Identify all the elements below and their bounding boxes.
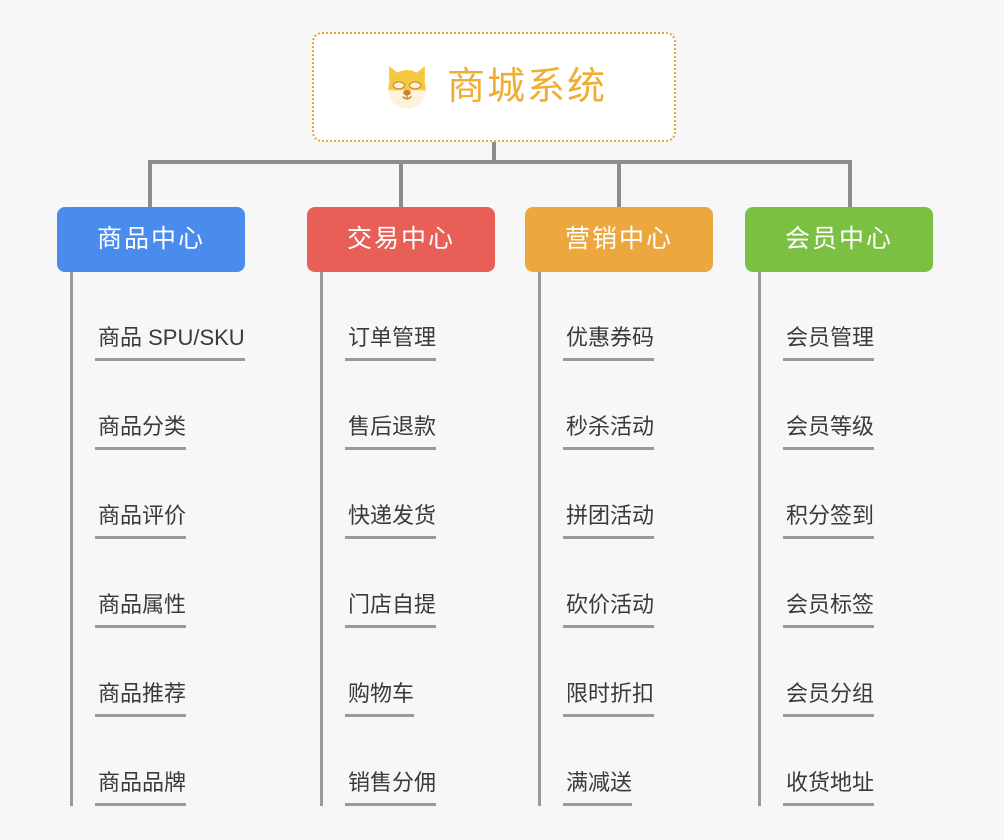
leaf-label: 销售分佣	[345, 772, 437, 806]
leaf-label: 售后退款	[345, 416, 437, 450]
list-item[interactable]: 商品评价	[70, 450, 245, 539]
list-item[interactable]: 会员标签	[758, 539, 933, 628]
branch-spine	[538, 272, 541, 806]
list-item[interactable]: 商品属性	[70, 539, 245, 628]
root-title: 商城系统	[446, 66, 607, 108]
list-item[interactable]: 商品品牌	[70, 717, 245, 806]
branch-spine	[758, 272, 761, 806]
leaf-label: 快递发货	[345, 505, 437, 539]
connector-drop-3	[617, 160, 621, 207]
leaf-label: 购物车	[345, 683, 415, 717]
category-header-marketing-center[interactable]: 营销中心	[525, 207, 713, 272]
leaf-label: 商品品牌	[95, 772, 187, 806]
leaf-label: 秒杀活动	[563, 416, 655, 450]
leaf-label: 砍价活动	[563, 594, 655, 628]
list-item[interactable]: 拼团活动	[538, 450, 713, 539]
leaf-label: 商品 SPU/SKU	[95, 327, 245, 361]
leaf-list-product-center: 商品 SPU/SKU 商品分类 商品评价 商品属性 商品推荐 商品品牌	[70, 272, 245, 806]
category-label: 交易中心	[346, 225, 455, 253]
list-item[interactable]: 购物车	[320, 628, 495, 717]
branch-column-marketing-center: 营销中心 优惠券码 秒杀活动 拼团活动 砍价活动 限时折扣 满减送	[525, 207, 713, 806]
list-item[interactable]: 限时折扣	[538, 628, 713, 717]
connector-drop-1	[148, 160, 152, 207]
list-item[interactable]: 积分签到	[758, 450, 933, 539]
leaf-label: 会员分组	[783, 683, 875, 717]
category-header-trade-center[interactable]: 交易中心	[307, 207, 495, 272]
list-item[interactable]: 商品推荐	[70, 628, 245, 717]
leaf-label: 收货地址	[783, 772, 875, 806]
list-item[interactable]: 会员分组	[758, 628, 933, 717]
list-item[interactable]: 商品 SPU/SKU	[70, 272, 245, 361]
branch-spine	[320, 272, 323, 806]
branch-column-product-center: 商品中心 商品 SPU/SKU 商品分类 商品评价 商品属性 商品推荐 商品品牌	[57, 207, 245, 806]
root-node[interactable]: 商城系统	[312, 32, 676, 142]
leaf-label: 会员标签	[783, 594, 875, 628]
category-label: 营销中心	[564, 225, 673, 253]
category-header-product-center[interactable]: 商品中心	[57, 207, 245, 272]
leaf-label: 会员等级	[783, 416, 875, 450]
leaf-label: 拼团活动	[563, 505, 655, 539]
branch-column-trade-center: 交易中心 订单管理 售后退款 快递发货 门店自提 购物车 销售分佣	[307, 207, 495, 806]
category-label: 会员中心	[784, 225, 893, 253]
connector-drop-2	[399, 160, 403, 207]
list-item[interactable]: 会员管理	[758, 272, 933, 361]
list-item[interactable]: 门店自提	[320, 539, 495, 628]
list-item[interactable]: 销售分佣	[320, 717, 495, 806]
list-item[interactable]: 快递发货	[320, 450, 495, 539]
connector-horizontal-bar	[148, 160, 852, 164]
leaf-label: 优惠券码	[563, 327, 655, 361]
list-item[interactable]: 优惠券码	[538, 272, 713, 361]
category-label: 商品中心	[96, 225, 205, 253]
connector-drop-4	[848, 160, 852, 207]
list-item[interactable]: 会员等级	[758, 361, 933, 450]
leaf-label: 门店自提	[345, 594, 437, 628]
leaf-label: 商品分类	[95, 416, 187, 450]
shiba-dog-face-icon	[388, 65, 426, 109]
leaf-label: 商品推荐	[95, 683, 187, 717]
category-header-member-center[interactable]: 会员中心	[745, 207, 933, 272]
leaf-label: 商品属性	[95, 594, 187, 628]
leaf-label: 满减送	[563, 772, 633, 806]
connector-root-stem	[492, 142, 496, 164]
leaf-list-member-center: 会员管理 会员等级 积分签到 会员标签 会员分组 收货地址	[758, 272, 933, 806]
leaf-label: 限时折扣	[563, 683, 655, 717]
leaf-label: 商品评价	[95, 505, 187, 539]
list-item[interactable]: 售后退款	[320, 361, 495, 450]
leaf-list-trade-center: 订单管理 售后退款 快递发货 门店自提 购物车 销售分佣	[320, 272, 495, 806]
list-item[interactable]: 砍价活动	[538, 539, 713, 628]
leaf-label: 积分签到	[783, 505, 875, 539]
list-item[interactable]: 收货地址	[758, 717, 933, 806]
list-item[interactable]: 满减送	[538, 717, 713, 806]
list-item[interactable]: 商品分类	[70, 361, 245, 450]
list-item[interactable]: 订单管理	[320, 272, 495, 361]
leaf-label: 订单管理	[345, 327, 437, 361]
branch-spine	[70, 272, 73, 806]
leaf-label: 会员管理	[783, 327, 875, 361]
leaf-list-marketing-center: 优惠券码 秒杀活动 拼团活动 砍价活动 限时折扣 满减送	[538, 272, 713, 806]
list-item[interactable]: 秒杀活动	[538, 361, 713, 450]
branch-column-member-center: 会员中心 会员管理 会员等级 积分签到 会员标签 会员分组 收货地址	[745, 207, 933, 806]
